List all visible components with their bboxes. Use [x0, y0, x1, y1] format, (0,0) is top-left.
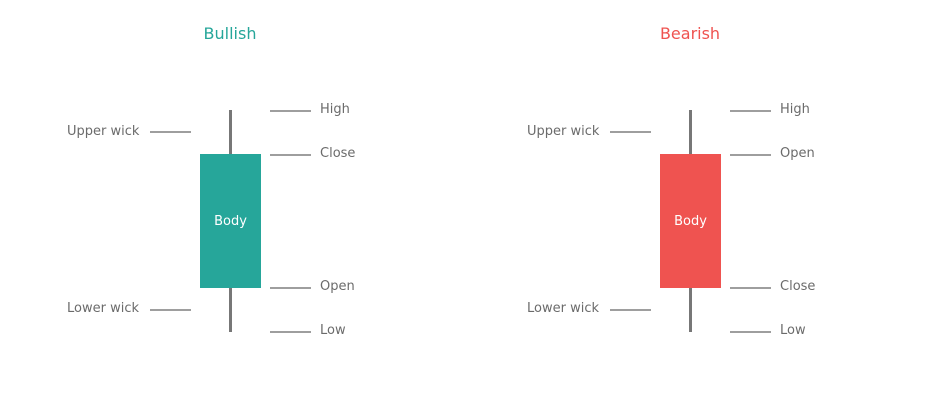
- bearish-title: Bearish: [659, 24, 721, 43]
- bearish-open-label: Open: [780, 146, 815, 161]
- bearish-lower-wick-label: Lower wick: [527, 301, 599, 316]
- bearish-high-label: High: [780, 102, 810, 117]
- bearish-close-leader: [730, 287, 771, 289]
- bullish-lower-wick-label: Lower wick: [67, 301, 139, 316]
- bullish-lower-wick: [229, 288, 232, 332]
- bullish-upper-wick: [229, 110, 232, 154]
- bullish-upper-wick-leader: [150, 131, 191, 133]
- bearish-lower-wick: [689, 288, 692, 332]
- bullish-body-label: Body: [214, 213, 247, 229]
- bullish-low-label: Low: [320, 323, 346, 338]
- bearish-body: Body: [660, 154, 721, 288]
- bullish-open-leader: [270, 287, 311, 289]
- bearish-upper-wick-leader: [610, 131, 651, 133]
- bearish-upper-wick-label: Upper wick: [527, 124, 600, 139]
- bearish-low-leader: [730, 331, 771, 333]
- bullish-open-label: Open: [320, 279, 355, 294]
- bullish-candle-diagram: Bullish Body Upper wick Lower wick High …: [67, 24, 356, 338]
- bullish-upper-wick-label: Upper wick: [67, 124, 140, 139]
- bullish-body: Body: [200, 154, 261, 288]
- bullish-close-leader: [270, 154, 311, 156]
- bearish-lower-wick-leader: [610, 309, 651, 311]
- bullish-title: Bullish: [203, 24, 257, 43]
- bullish-high-label: High: [320, 102, 350, 117]
- bullish-low-leader: [270, 331, 311, 333]
- bearish-candle-diagram: Bearish Body Upper wick Lower wick High …: [460, 0, 930, 400]
- bullish-high-leader: [270, 110, 311, 112]
- bullish-close-label: Close: [320, 146, 356, 161]
- bearish-open-leader: [730, 154, 771, 156]
- bullish-lower-wick-leader: [150, 309, 191, 311]
- bearish-low-label: Low: [780, 323, 806, 338]
- bearish-close-label: Close: [780, 279, 816, 294]
- bearish-body-label: Body: [674, 213, 707, 229]
- bearish-high-leader: [730, 110, 771, 112]
- bearish-upper-wick: [689, 110, 692, 154]
